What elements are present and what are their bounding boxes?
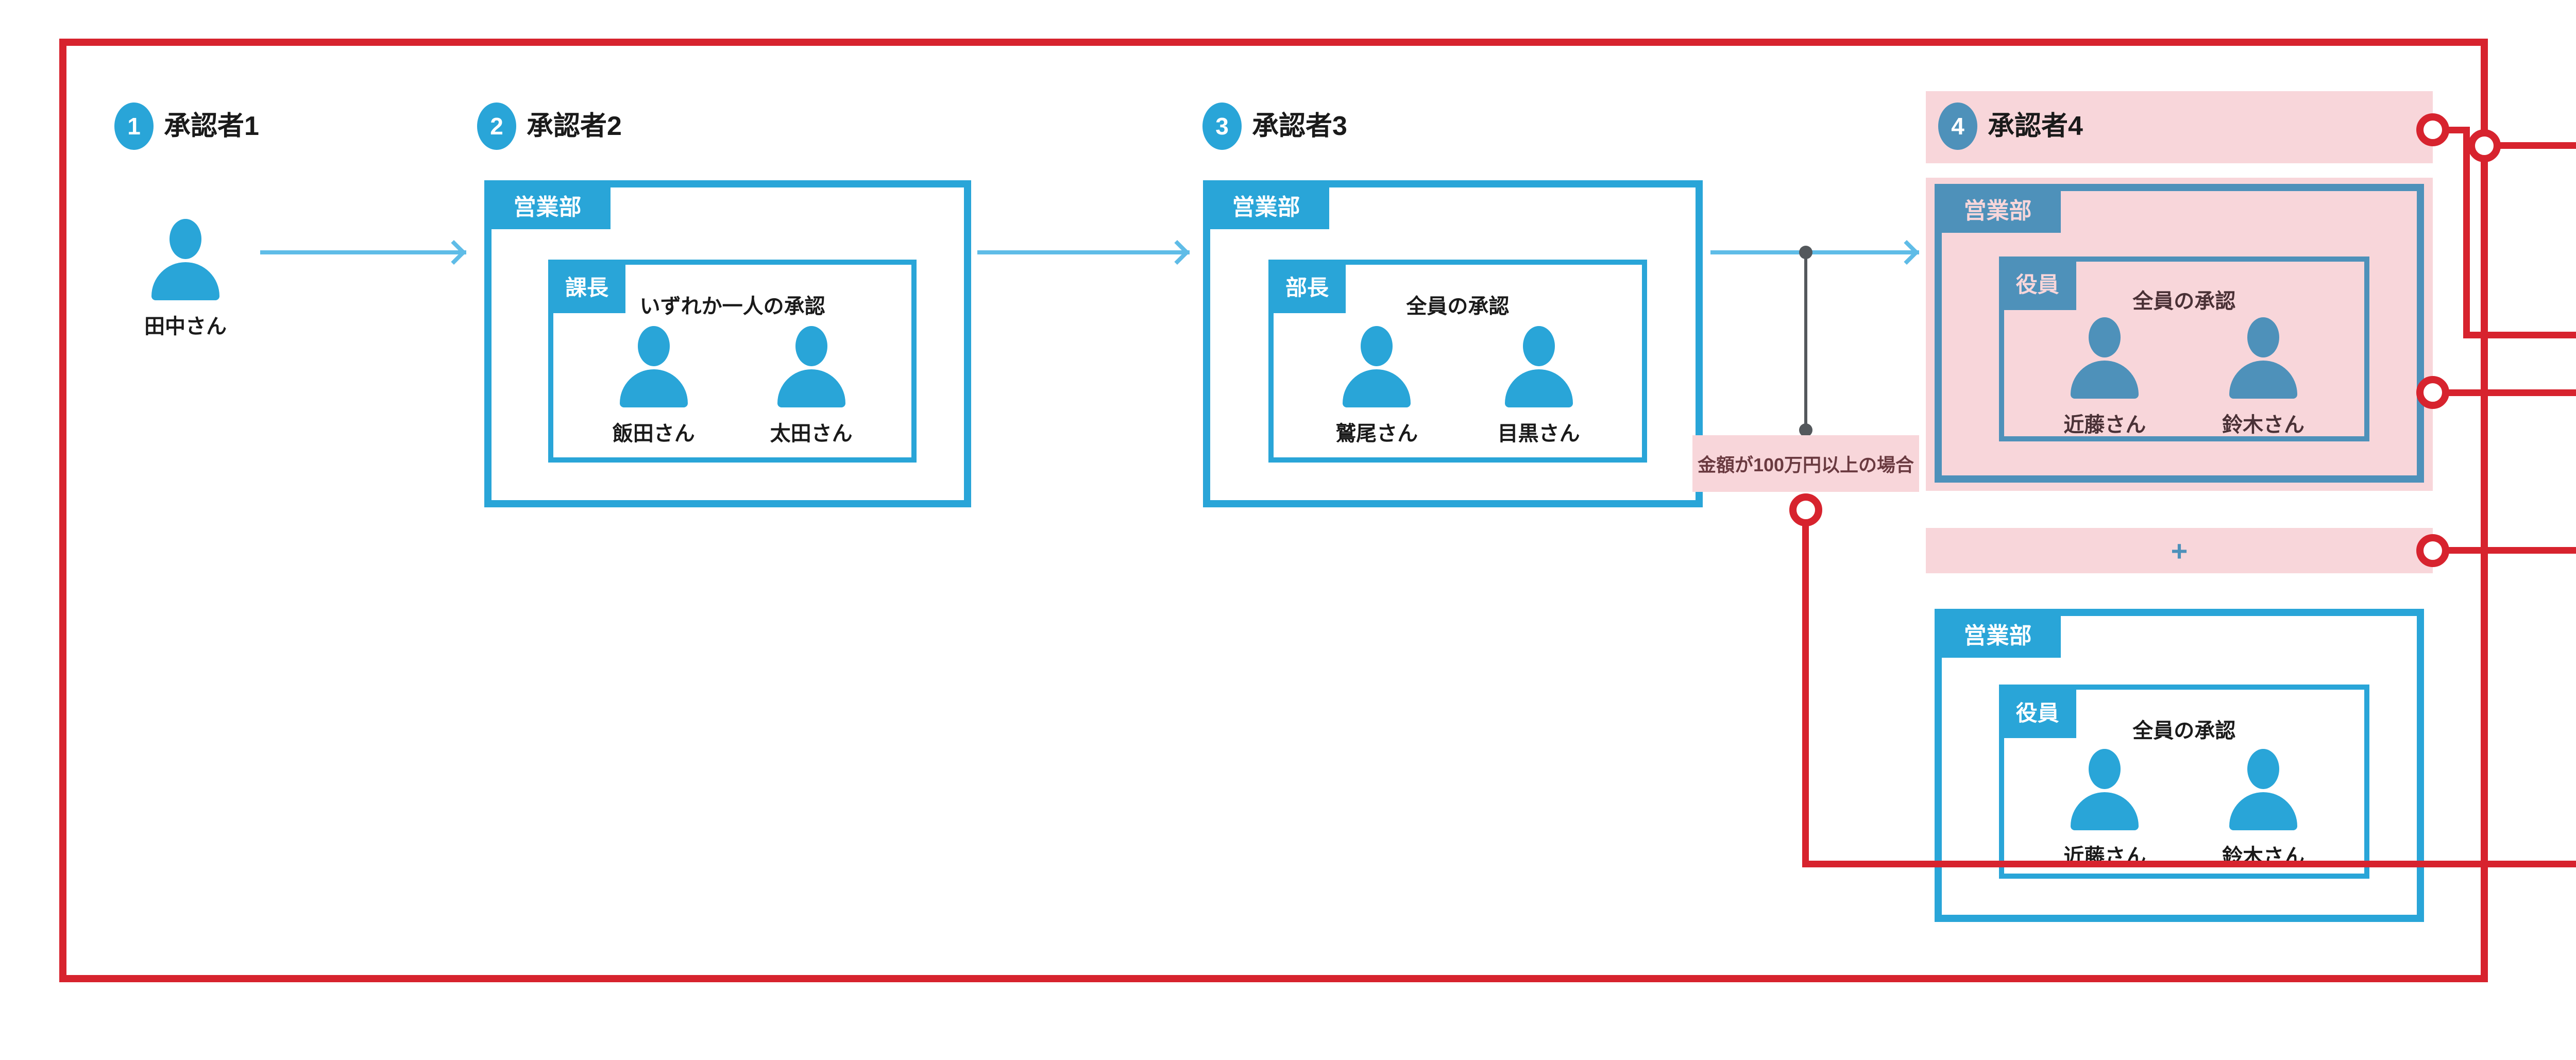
person-icon	[619, 326, 688, 408]
step3-badge: 3	[1202, 102, 1242, 150]
role-tab: 役員	[1998, 685, 2076, 739]
approver-person: 近藤さん	[2063, 748, 2146, 869]
approver-person: 鈴木さん	[2222, 317, 2304, 438]
approver-group: 課長 いずれか一人の承認 飯田さん 太田さん	[548, 259, 917, 463]
department-tab: 営業部	[484, 180, 611, 229]
legend3-connector	[2433, 389, 2576, 396]
anchor-ring-step-header	[2416, 113, 2449, 146]
approver-name: 鷲尾さん	[1335, 422, 1418, 446]
legend1-connector	[2484, 142, 2576, 149]
approver-group: 部長 全員の承認 鷲尾さん 目黒さん	[1268, 259, 1647, 463]
flow-arrow-2	[977, 250, 1190, 254]
legend4-connector	[2433, 547, 2576, 554]
step1-label: 承認者1	[164, 111, 259, 141]
branch-dot-top	[1799, 246, 1812, 259]
flow-entry-condition-label: 金額が100万円以上の場合	[1692, 435, 1919, 492]
branch-dot-bottom	[1799, 423, 1812, 437]
step3-number: 3	[1215, 113, 1229, 140]
step4-number: 4	[1951, 113, 1964, 140]
flow-arrow-3	[1710, 250, 1919, 254]
legend2-connector	[2463, 332, 2576, 338]
applicant: 田中さん	[124, 219, 247, 339]
person-icon	[2229, 317, 2298, 399]
step2-number: 2	[490, 113, 503, 140]
anchor-ring-approver-box	[2416, 376, 2449, 409]
department-tab: 営業部	[1935, 184, 2061, 233]
person-icon	[777, 326, 845, 408]
role-tab: 部長	[1268, 259, 1346, 313]
approver-name: 太田さん	[770, 422, 853, 446]
step4-badge: 4	[1938, 102, 1977, 150]
approver-name: 飯田さん	[612, 422, 695, 446]
approver-person: 目黒さん	[1498, 326, 1580, 447]
approver-box-step2: 営業部 課長 いずれか一人の承認 飯田さん 太田さん	[484, 180, 971, 507]
plus-icon: +	[2171, 534, 2188, 567]
approver-group: 役員 全員の承認 近藤さん 鈴木さん	[1998, 685, 2369, 879]
role-tab: 役員	[1998, 256, 2076, 310]
step2-badge: 2	[477, 102, 516, 150]
approver-name: 目黒さん	[1497, 422, 1580, 446]
step1-number: 1	[127, 113, 141, 140]
approver-group: 役員 全員の承認 近藤さん 鈴木さん	[1998, 256, 2369, 441]
approver-person: 近藤さん	[2063, 317, 2146, 438]
approval-rule-label: 全員の承認	[1406, 295, 1510, 318]
flow-arrow-1	[260, 250, 466, 254]
approver-person: 鈴木さん	[2222, 748, 2304, 869]
approver-person: 飯田さん	[613, 326, 695, 447]
person-icon	[1504, 326, 1573, 408]
anchor-ring-parallel-condition	[2416, 534, 2449, 567]
legend5-connector	[1802, 861, 2576, 867]
step1-badge: 1	[114, 102, 154, 150]
flow-outer-border	[59, 39, 2488, 982]
person-icon	[1343, 326, 1411, 408]
role-tab: 課長	[548, 259, 626, 313]
person-icon	[151, 219, 219, 300]
person-icon	[2071, 748, 2139, 830]
legend5-connector	[1802, 520, 1809, 867]
step2-label: 承認者2	[527, 111, 622, 141]
approval-rule-label: いずれか一人の承認	[639, 295, 825, 318]
approver-person: 太田さん	[770, 326, 853, 447]
person-icon	[2071, 317, 2139, 399]
approver-box-step4-parallel-1: 営業部 役員 全員の承認 近藤さん 鈴木さん	[1935, 184, 2424, 483]
approval-rule-label: 全員の承認	[2132, 719, 2236, 742]
approver-name: 近藤さん	[2063, 414, 2146, 437]
person-icon	[2229, 748, 2298, 830]
approval-rule-label: 全員の承認	[2132, 289, 2236, 313]
approver-box-step3: 営業部 部長 全員の承認 鷲尾さん 目黒さん	[1203, 180, 1703, 507]
legend2-connector	[2463, 130, 2470, 338]
step4-header-highlight	[1926, 91, 2433, 163]
department-tab: 営業部	[1935, 609, 2061, 658]
anchor-ring-entry-condition	[1789, 493, 1822, 526]
add-parallel-approver-button[interactable]: +	[1926, 528, 2433, 573]
approver-person: 鷲尾さん	[1335, 326, 1418, 447]
condition-branch-line	[1804, 252, 1807, 430]
step3-label: 承認者3	[1252, 111, 1347, 141]
approver-box-step4-parallel-2: 営業部 役員 全員の承認 近藤さん 鈴木さん	[1935, 609, 2424, 922]
approver-name: 鈴木さん	[2222, 414, 2305, 437]
anchor-ring-flow-border	[2468, 129, 2501, 162]
applicant-name: 田中さん	[144, 315, 227, 338]
department-tab: 営業部	[1203, 180, 1329, 229]
step4-label: 承認者4	[1988, 111, 2083, 141]
